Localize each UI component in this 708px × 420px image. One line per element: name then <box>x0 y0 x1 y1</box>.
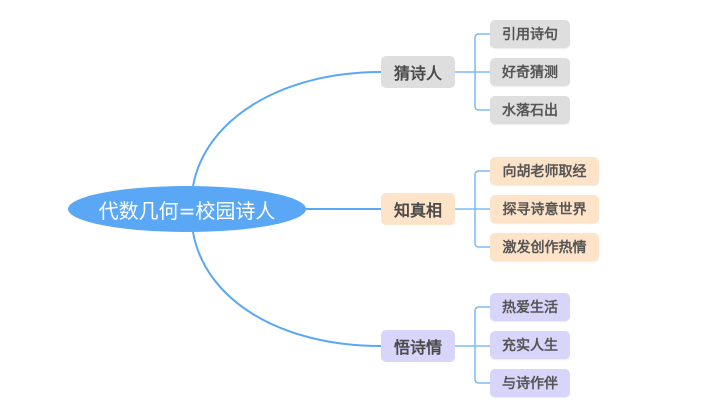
leaf-node-label: 充实人生 <box>502 338 558 354</box>
leaf-node-label: 向胡老师取经 <box>502 164 587 180</box>
leaf-node-label: 引用诗句 <box>502 27 558 43</box>
leaf-node[interactable]: 水落石出 <box>490 96 570 124</box>
branch-node[interactable]: 知真相 <box>381 193 455 225</box>
root-node[interactable]: 代数几何=校园诗人 <box>68 186 306 232</box>
branch-node[interactable]: 猜诗人 <box>381 56 455 88</box>
leaf-node-label: 激发创作热情 <box>502 240 587 256</box>
branch-node-label: 猜诗人 <box>393 64 442 83</box>
branch-node[interactable]: 悟诗情 <box>381 330 455 362</box>
leaf-node-label: 探寻诗意世界 <box>502 202 587 218</box>
leaf-node-label: 水落石出 <box>502 103 558 119</box>
leaf-node[interactable]: 激发创作热情 <box>490 233 599 261</box>
leaf-node[interactable]: 探寻诗意世界 <box>490 195 599 223</box>
leaf-node-label: 与诗作伴 <box>502 376 558 392</box>
bracket-branch-2 <box>455 170 490 248</box>
bracket-branch-3 <box>455 306 490 384</box>
leaf-node[interactable]: 引用诗句 <box>490 20 570 48</box>
branch-node-label: 知真相 <box>393 201 442 220</box>
branch-node-label: 悟诗情 <box>393 338 442 357</box>
leaf-node[interactable]: 热爱生活 <box>490 293 570 321</box>
connector-root-to-branch-1 <box>192 71 382 187</box>
leaf-node[interactable]: 充实人生 <box>490 331 570 359</box>
connector-root-to-branch-3 <box>192 231 382 347</box>
leaf-node-label: 热爱生活 <box>502 300 558 316</box>
bracket-branch-1 <box>455 33 490 111</box>
root-node-label: 代数几何=校园诗人 <box>98 198 276 223</box>
leaf-node[interactable]: 与诗作伴 <box>490 369 570 397</box>
leaf-node-label: 好奇猜测 <box>502 65 558 81</box>
leaf-node[interactable]: 向胡老师取经 <box>490 157 599 185</box>
leaf-node[interactable]: 好奇猜测 <box>490 58 570 86</box>
